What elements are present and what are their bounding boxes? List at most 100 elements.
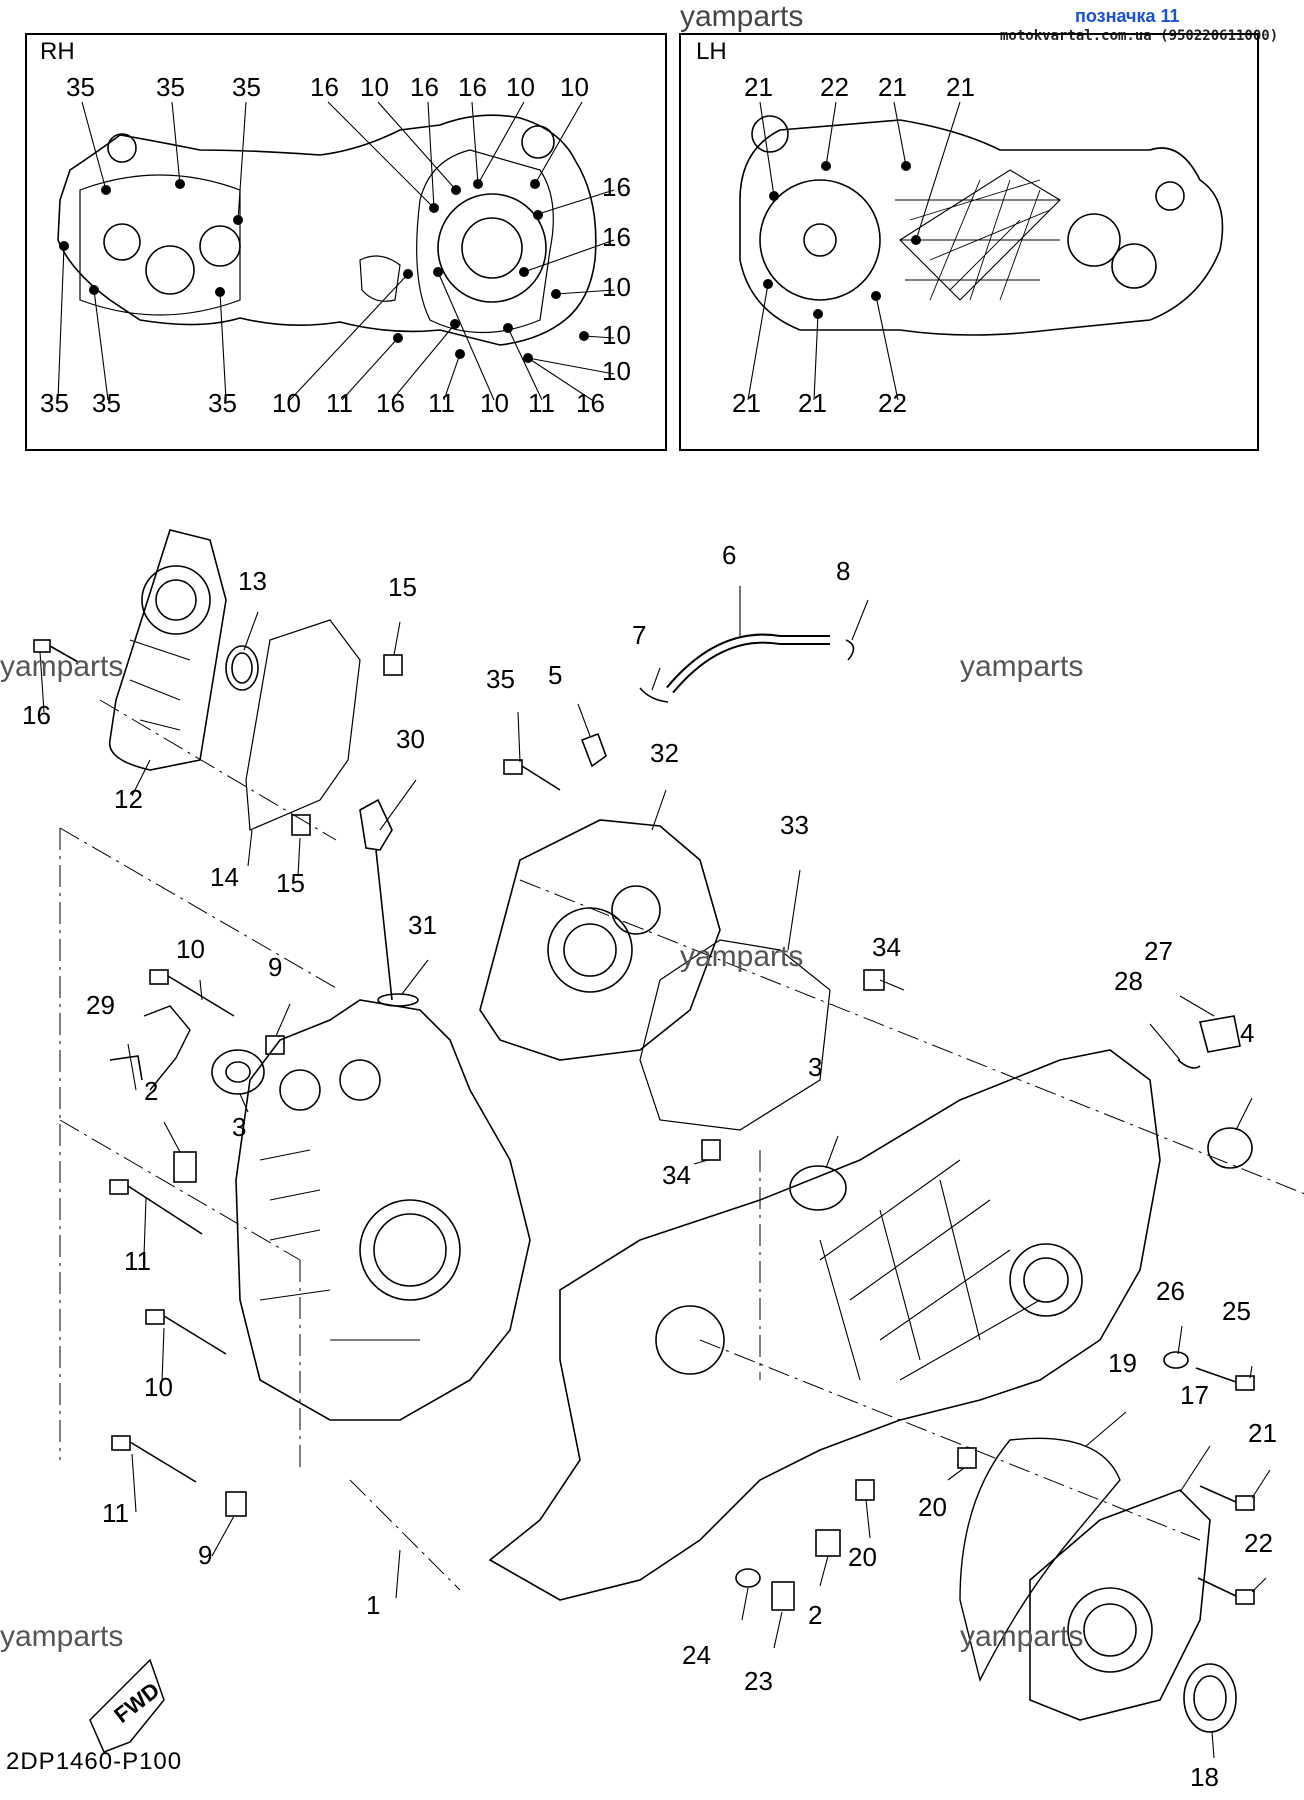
part-callout-22: 6 (722, 540, 737, 570)
part-callout-9: 10 (176, 934, 205, 964)
rh-callout-20: 16 (376, 388, 405, 418)
part-callout-30: 28 (1114, 966, 1143, 996)
part-callout-2: 15 (388, 572, 417, 602)
rh-callout-3: 35 (232, 72, 261, 102)
part-callout-34: 19 (1108, 1348, 1137, 1378)
brand-watermark: yamparts (680, 0, 804, 33)
rh-inset-title: RH (40, 38, 75, 65)
bushing-4 (1207, 1127, 1253, 1169)
rh-bolt-dots (59, 179, 589, 363)
part-callout-17: 9 (198, 1540, 213, 1570)
rh-callout-22: 10 (480, 388, 509, 418)
rh-callout-19: 11 (326, 388, 353, 418)
part-callout-7: 30 (396, 724, 425, 754)
washer-24 (735, 1568, 761, 1588)
engine-mount-bushing-3a (211, 1049, 265, 1095)
watermark-3: yamparts (680, 940, 804, 973)
clip-28 (1177, 1059, 1201, 1069)
lh-callout-2: 22 (820, 72, 849, 102)
part-callout-33: 25 (1222, 1296, 1251, 1326)
rh-callout-8: 10 (506, 72, 535, 102)
bolt-21 (1199, 1485, 1255, 1511)
assembly-axes (59, 699, 1304, 1591)
breather-hose-6-bore (667, 635, 830, 692)
oil-seal-13-inner (231, 652, 253, 684)
watermark-1: yamparts (0, 650, 124, 683)
rh-callout-12: 10 (602, 272, 631, 302)
rh-callout-11: 16 (602, 222, 631, 252)
lh-callout-5: 21 (732, 388, 761, 418)
reference-badge[interactable]: позначка 11 (1075, 6, 1180, 26)
part-callout-18: 1 (366, 1590, 381, 1620)
dowel-pin-9a (265, 1035, 285, 1055)
watermark-4: yamparts (0, 1620, 124, 1653)
lh-leader-lines (747, 101, 961, 401)
part-callout-39: 20 (848, 1542, 877, 1572)
right-crankcase-half (235, 999, 531, 1421)
gasket-19 (959, 1437, 1121, 1683)
part-code: 2DP1460-P100 (6, 1748, 183, 1775)
hose-clip-8 (845, 639, 855, 661)
oil-drain-plug-27 (1199, 1015, 1241, 1053)
site-caption: motokvartal.com.ua (950220611000) (1000, 28, 1279, 44)
dowel-pin-9b (225, 1491, 247, 1517)
rh-callout-1: 35 (66, 72, 95, 102)
part-callout-3: 16 (22, 700, 51, 730)
bolt-11a (109, 1179, 203, 1235)
oil-seal-18-inner (1193, 1675, 1227, 1721)
dowel-pin-2a (173, 1151, 197, 1183)
rh-inset-frame (25, 33, 667, 451)
part-callout-35: 17 (1180, 1380, 1209, 1410)
rh-callout-15: 35 (40, 388, 69, 418)
part-callout-40: 2 (808, 1600, 823, 1630)
rh-callout-9: 10 (560, 72, 589, 102)
gasket-14 (245, 619, 361, 831)
rh-callout-14: 10 (602, 356, 631, 386)
part-callout-23: 8 (836, 556, 851, 586)
part-callout-10: 9 (268, 952, 283, 982)
rh-callout-17: 35 (208, 388, 237, 418)
bolt-25 (1195, 1367, 1255, 1391)
left-crankcase-half (488, 1049, 1161, 1601)
part-callout-11: 29 (86, 990, 115, 1020)
part-callout-31: 4 (1240, 1018, 1255, 1048)
part-callout-42: 23 (744, 1666, 773, 1696)
part-callout-4: 12 (114, 784, 143, 814)
part-callout-28: 3 (808, 1052, 823, 1082)
rh-callout-2: 35 (156, 72, 185, 102)
part-callout-19: 35 (486, 664, 515, 694)
lh-callout-3: 21 (878, 72, 907, 102)
engine-mount-bushing-3a-inner (225, 1061, 251, 1083)
rh-callout-24: 16 (576, 388, 605, 418)
rh-callout-10: 16 (602, 172, 631, 202)
engine-mount-bushing-3b (789, 1165, 847, 1211)
part-callout-41: 24 (682, 1640, 711, 1670)
rh-callout-4: 16 (310, 72, 339, 102)
lh-callout-6: 21 (798, 388, 827, 418)
part-callout-43: 18 (1190, 1762, 1219, 1792)
washer-26 (1163, 1351, 1189, 1369)
part-callout-38: 20 (918, 1492, 947, 1522)
rh-callout-5: 10 (360, 72, 389, 102)
lh-callout-1: 21 (744, 72, 773, 102)
hose-clip-7 (639, 687, 669, 703)
part-callout-1: 13 (238, 566, 267, 596)
lh-inset-title: LH (696, 38, 727, 65)
bolt-16 (33, 639, 79, 663)
rh-leader-lines (57, 101, 615, 401)
drain-plug-23 (771, 1581, 795, 1611)
part-callout-27: 34 (662, 1160, 691, 1190)
main-leader-lines (39, 586, 1271, 1759)
dowel-pin-20a (957, 1447, 977, 1469)
part-callout-25: 33 (780, 810, 809, 840)
part-callout-20: 5 (548, 660, 563, 690)
dowel-pin-15b (291, 814, 311, 836)
clip-29 (143, 1005, 191, 1091)
oil-seal-13 (225, 645, 259, 691)
bolt-35 (503, 759, 561, 791)
clip-29b (109, 1055, 143, 1081)
fwd-arrow (89, 1658, 165, 1753)
rh-callout-23: 11 (528, 388, 555, 418)
part-callout-32: 26 (1156, 1276, 1185, 1306)
